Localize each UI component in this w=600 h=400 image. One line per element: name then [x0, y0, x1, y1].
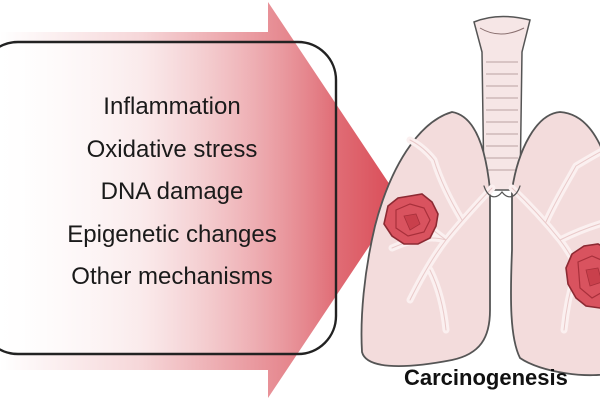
mechanism-list: Inflammation Oxidative stress DNA damage…	[22, 86, 322, 299]
mechanisms-box	[0, 40, 338, 356]
tumor-left	[383, 193, 439, 245]
mechanism-item-dna-damage: DNA damage	[100, 178, 244, 205]
lungs-illustration	[360, 15, 600, 377]
tumor-right	[565, 243, 600, 309]
mechanism-item-inflammation: Inflammation	[103, 93, 241, 120]
trachea	[473, 15, 531, 191]
mechanism-item-other-mechanisms: Other mechanisms	[71, 263, 273, 290]
mechanism-item-oxidative-stress: Oxidative stress	[86, 135, 258, 163]
outcome-label: Carcinogenesis	[404, 365, 568, 390]
right-lung	[510, 111, 600, 377]
mechanism-item-epigenetic-changes: Epigenetic changes	[67, 220, 277, 248]
